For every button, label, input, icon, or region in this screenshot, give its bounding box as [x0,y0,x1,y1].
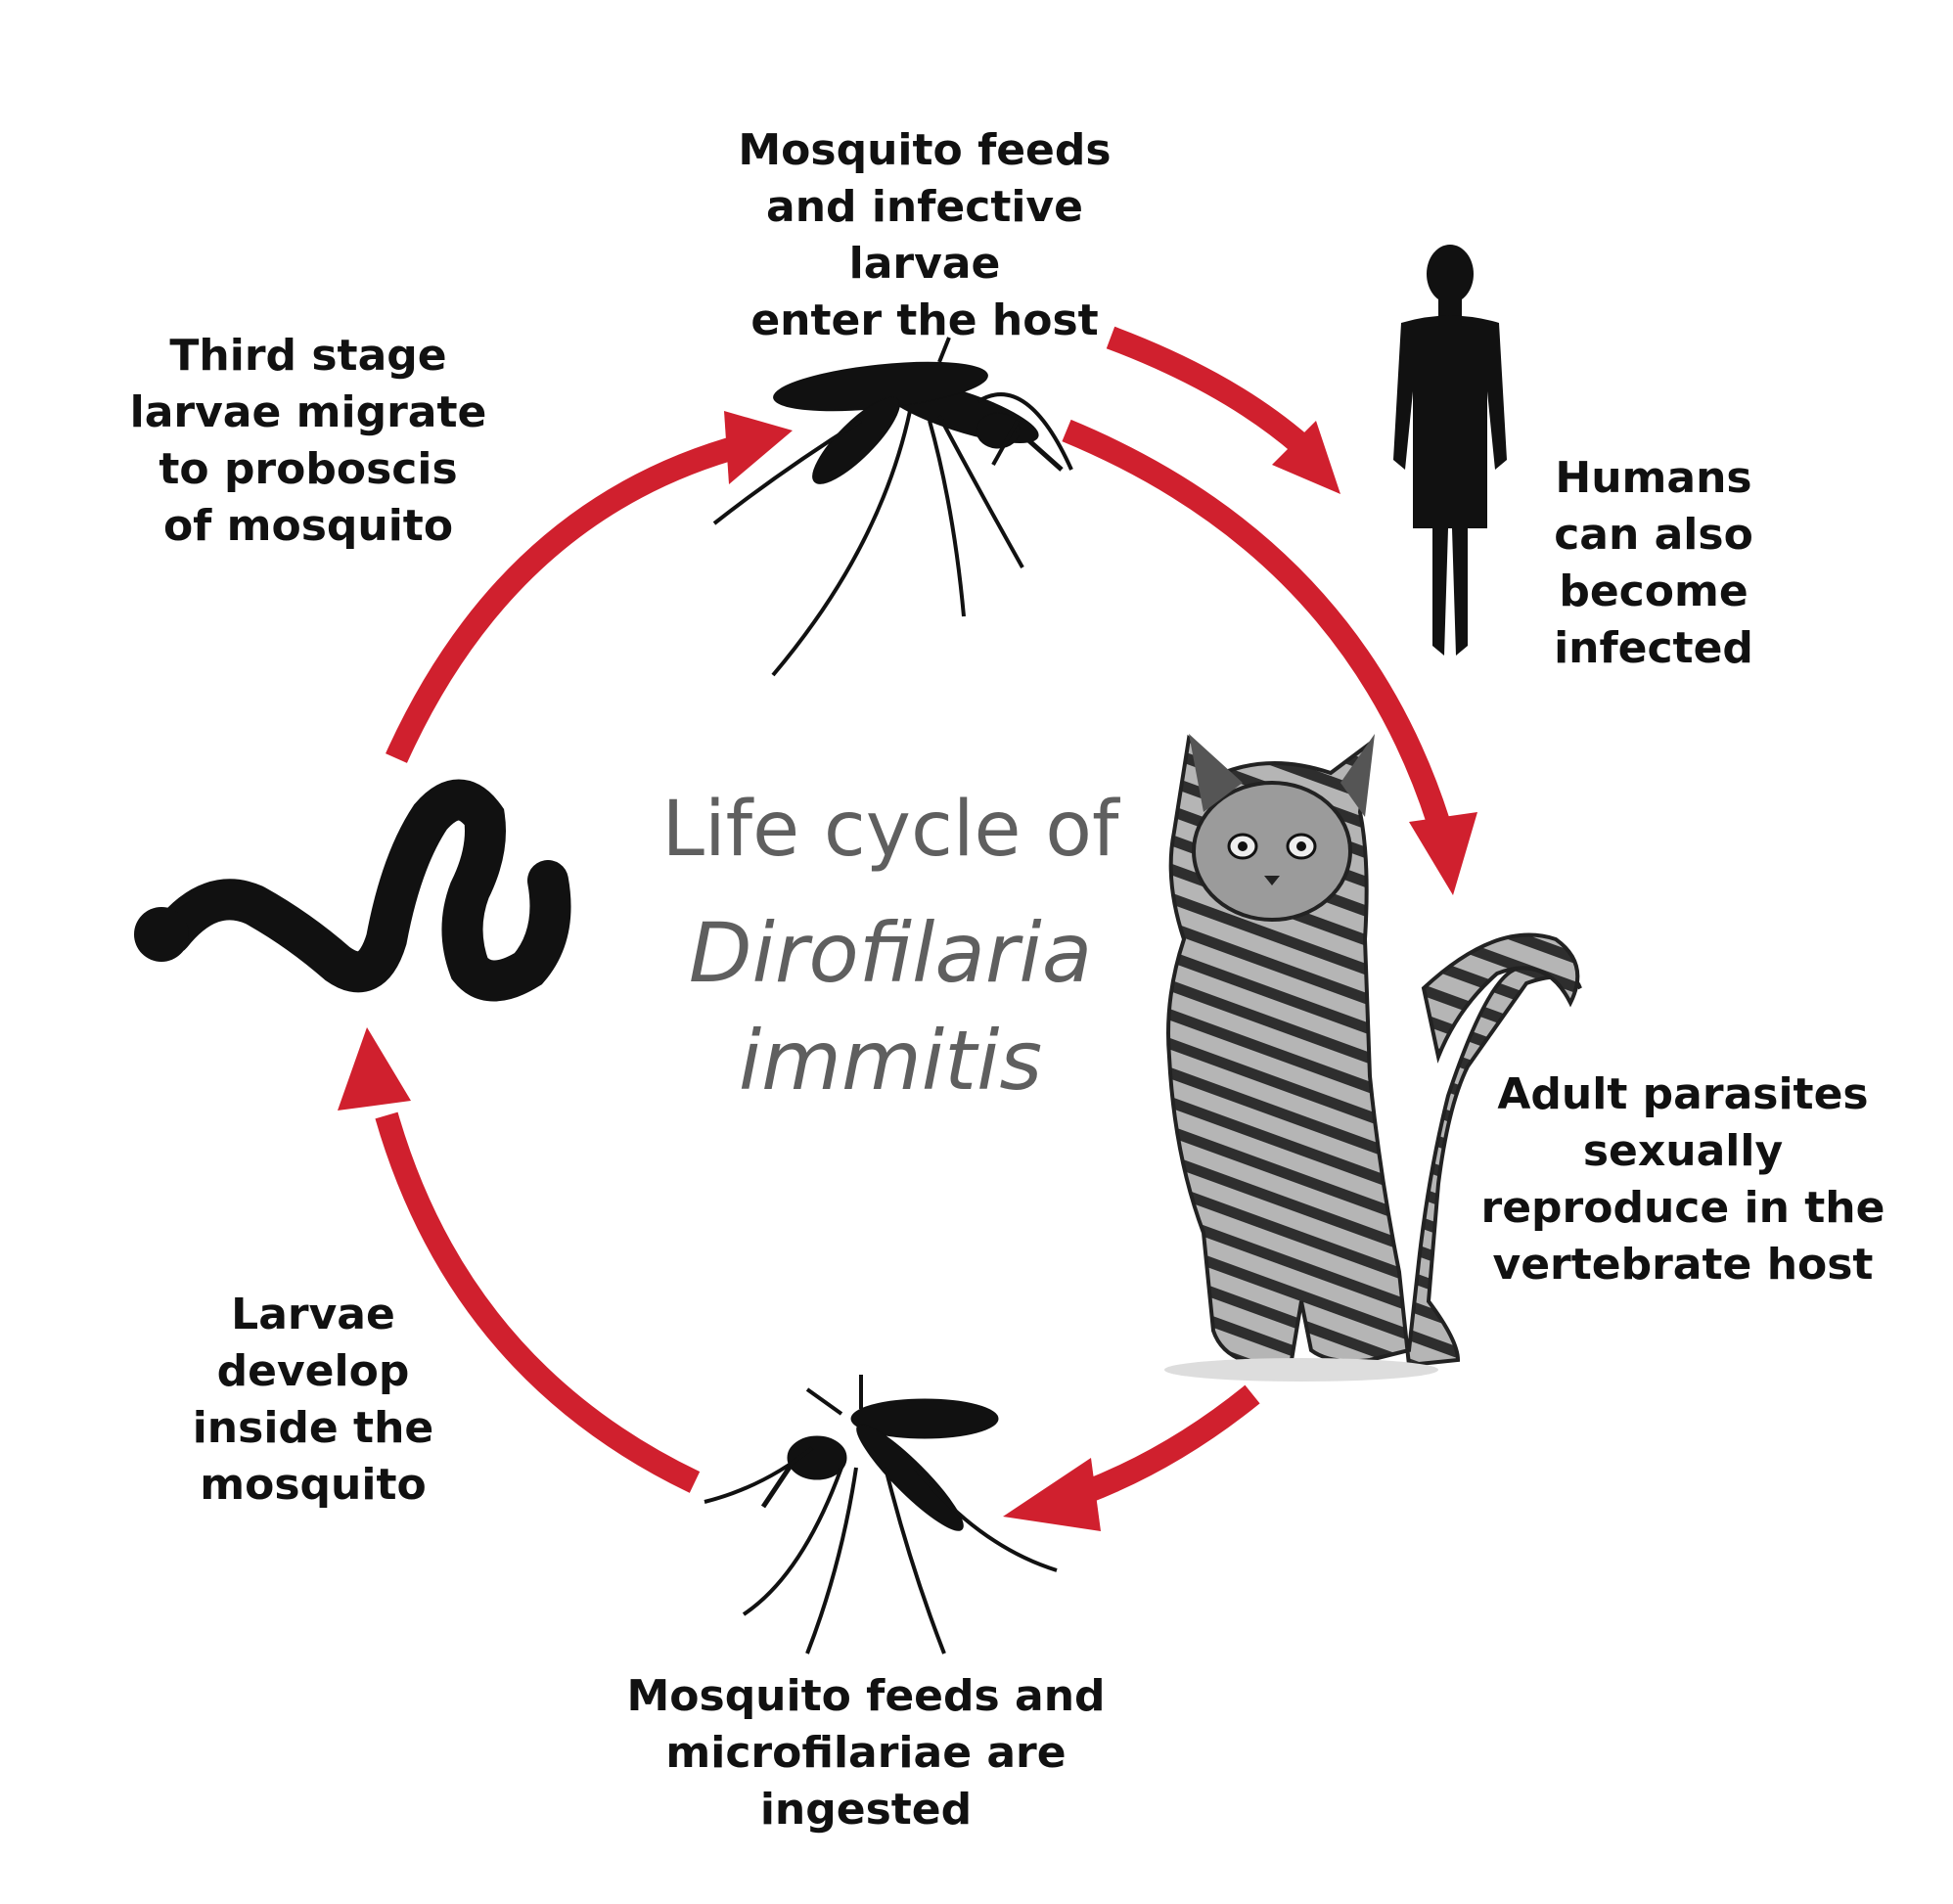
arrow-to-humans [1106,326,1309,455]
arrow-head-to-bottom-mosquito [1003,1458,1101,1531]
arrow-cat-to-mosquito [1081,1384,1260,1504]
step-label-larvae-develop: Larvae develop inside the mosquito [192,1290,434,1510]
arrow-mosquito-to-worm [375,1111,701,1493]
step-label-humans-infected: Humans can also become infected [1554,453,1753,673]
diagram-title-genus: Dirofilaria [688,905,1093,1001]
step-label-microfilariae-ingested: Mosquito feeds and microfilariae are ing… [626,1671,1106,1835]
step-label-infective-larvae: Mosquito feeds and infective larvae ente… [738,125,1112,345]
arrow-head-to-cat [1409,812,1477,895]
arrow-worm-to-mosquito [386,433,748,763]
cat-illustration [1164,734,1582,1382]
step-label-adult-parasites: Adult parasites sexually reproduce in th… [1480,1069,1885,1290]
arrow-head-to-top-mosquito [724,411,793,484]
mosquito-icon [704,1375,1058,1655]
step-label-third-stage-larvae: Third stage larvae migrate to proboscis … [129,331,487,551]
worm-larva-icon [134,779,571,1002]
arrow-head-to-worm [338,1027,411,1111]
arrow-head-to-humans [1272,421,1340,494]
diagram-title-line1: Life cycle of [661,786,1119,874]
arrow-mosquito-to-cat [1062,419,1450,826]
cycle-arrows [338,326,1477,1531]
human-silhouette-icon [1393,245,1507,656]
diagram-title-species: immitis [738,1013,1043,1109]
mosquito-icon [712,337,1073,677]
